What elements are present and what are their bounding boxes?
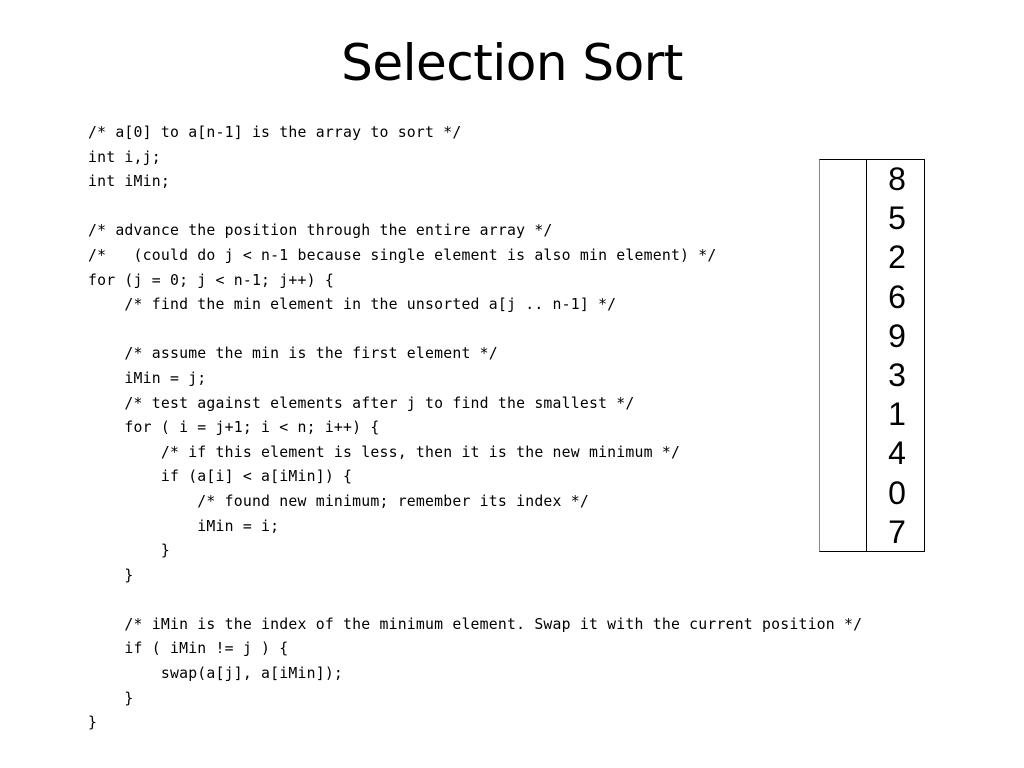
array-cell: 8 bbox=[888, 161, 906, 197]
code-line bbox=[88, 318, 862, 343]
code-line: /* find the min element in the unsorted … bbox=[88, 296, 617, 314]
code-line: /* a[0] to a[n-1] is the array to sort *… bbox=[88, 124, 462, 141]
code-line: /* if this element is less, then it is t… bbox=[88, 443, 681, 461]
code-line bbox=[88, 195, 862, 220]
array-divider bbox=[866, 160, 867, 551]
array-cell: 9 bbox=[888, 317, 906, 354]
code-line: int i,j; bbox=[88, 148, 161, 166]
code-line: } bbox=[88, 689, 134, 707]
code-line: /* test against elements after j to find… bbox=[88, 394, 635, 412]
array-cell: 3 bbox=[888, 356, 906, 393]
array-cell: 1 bbox=[888, 396, 906, 433]
code-line: /* (could do j < n-1 because single elem… bbox=[88, 246, 717, 264]
code-line bbox=[88, 588, 862, 613]
code-line: iMin = j; bbox=[88, 369, 207, 387]
code-line: for ( i = j+1; i < n; i++) { bbox=[88, 419, 380, 437]
code-line: /* found new minimum; remember its index… bbox=[88, 492, 589, 510]
code-line: if (a[i] < a[iMin]) { bbox=[88, 468, 353, 486]
code-line: swap(a[j], a[iMin]); bbox=[88, 665, 344, 683]
code-line: } bbox=[88, 714, 98, 732]
slide-title: Selection Sort bbox=[341, 34, 683, 92]
code-line: /* assume the min is the first element *… bbox=[88, 345, 498, 363]
code-line: for (j = 0; j < n-1; j++) { bbox=[88, 271, 334, 289]
code-line: int iMin; bbox=[88, 173, 170, 191]
code-line: } bbox=[88, 566, 134, 584]
array-cell: 6 bbox=[888, 278, 906, 315]
array-cell: 5 bbox=[888, 200, 906, 237]
code-line: /* iMin is the index of the minimum elem… bbox=[88, 615, 863, 633]
code-line: iMin = i; bbox=[88, 517, 280, 535]
array-cell: 7 bbox=[888, 513, 906, 550]
array-cell: 0 bbox=[888, 474, 906, 511]
code-line: } bbox=[88, 542, 170, 560]
array-cell: 4 bbox=[888, 435, 906, 472]
code-line: /* advance the position through the enti… bbox=[88, 222, 553, 240]
array-cell: 2 bbox=[888, 239, 906, 276]
code-line: if ( iMin != j ) { bbox=[88, 640, 289, 658]
code-block: /* a[0] to a[n-1] is the array to sort *… bbox=[88, 121, 862, 736]
